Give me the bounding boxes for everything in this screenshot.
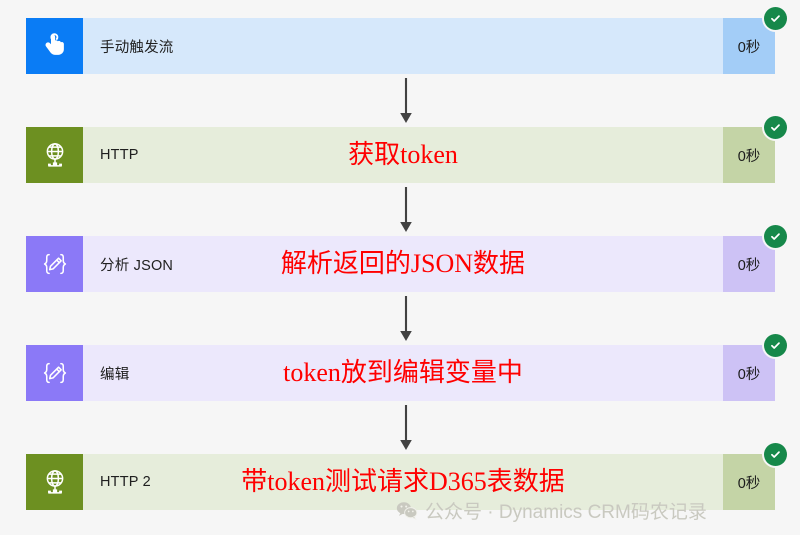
flow-step-duration: 0秒	[723, 7, 787, 74]
status-success-icon	[764, 334, 787, 357]
flow-step-http[interactable]: HTTP 获取token 0秒	[26, 116, 787, 183]
flow-connector-arrow	[398, 296, 414, 342]
globe-network-icon	[26, 454, 83, 510]
flow-step-title: HTTP 2	[100, 474, 151, 490]
braces-pencil-icon	[26, 345, 83, 401]
flow-step-duration: 0秒	[723, 443, 787, 510]
duration-label: 0秒	[737, 39, 761, 56]
flow-step-title: 编辑	[100, 366, 130, 383]
flow-step-http-2[interactable]: HTTP 2 带token测试请求D365表数据 0秒	[26, 443, 787, 510]
touch-hand-icon	[26, 18, 83, 74]
flow-step-body[interactable]: 分析 JSON 解析返回的JSON数据	[83, 236, 723, 292]
duration-label: 0秒	[737, 257, 761, 274]
flow-connector-arrow	[398, 187, 414, 233]
flow-step-annotation: token放到编辑变量中	[283, 358, 523, 387]
flow-step-body[interactable]: 手动触发流	[83, 18, 723, 74]
duration-label: 0秒	[737, 475, 761, 492]
flow-step-manual-trigger[interactable]: 手动触发流 0秒	[26, 7, 787, 74]
braces-pencil-icon	[26, 236, 83, 292]
flow-step-parse-json[interactable]: 分析 JSON 解析返回的JSON数据 0秒	[26, 225, 787, 292]
duration-label: 0秒	[737, 148, 761, 165]
status-success-icon	[764, 225, 787, 248]
status-success-icon	[764, 443, 787, 466]
flow-step-compose[interactable]: 编辑 token放到编辑变量中 0秒	[26, 334, 787, 401]
globe-network-icon	[26, 127, 83, 183]
duration-label: 0秒	[737, 366, 761, 383]
flow-step-body[interactable]: HTTP 2 带token测试请求D365表数据	[83, 454, 723, 510]
flow-step-duration: 0秒	[723, 225, 787, 292]
flow-connector-arrow	[398, 405, 414, 451]
status-success-icon	[764, 7, 787, 30]
flow-step-duration: 0秒	[723, 334, 787, 401]
flow-step-annotation: 解析返回的JSON数据	[280, 249, 526, 278]
status-success-icon	[764, 116, 787, 139]
flow-step-duration: 0秒	[723, 116, 787, 183]
flow-step-body[interactable]: 编辑 token放到编辑变量中	[83, 345, 723, 401]
flow-step-annotation: 获取token	[348, 140, 458, 169]
flow-connector-arrow	[398, 78, 414, 124]
flow-step-title: HTTP	[100, 147, 139, 163]
flow-step-title: 手动触发流	[100, 39, 174, 56]
flow-step-body[interactable]: HTTP 获取token	[83, 127, 723, 183]
flow-step-title: 分析 JSON	[100, 257, 174, 274]
flow-step-annotation: 带token测试请求D365表数据	[241, 467, 565, 496]
